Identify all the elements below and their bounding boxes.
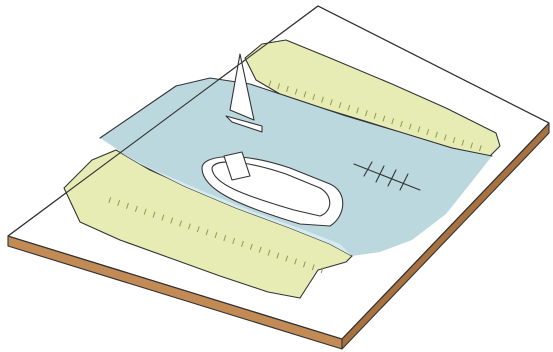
river-diagram	[0, 0, 553, 352]
